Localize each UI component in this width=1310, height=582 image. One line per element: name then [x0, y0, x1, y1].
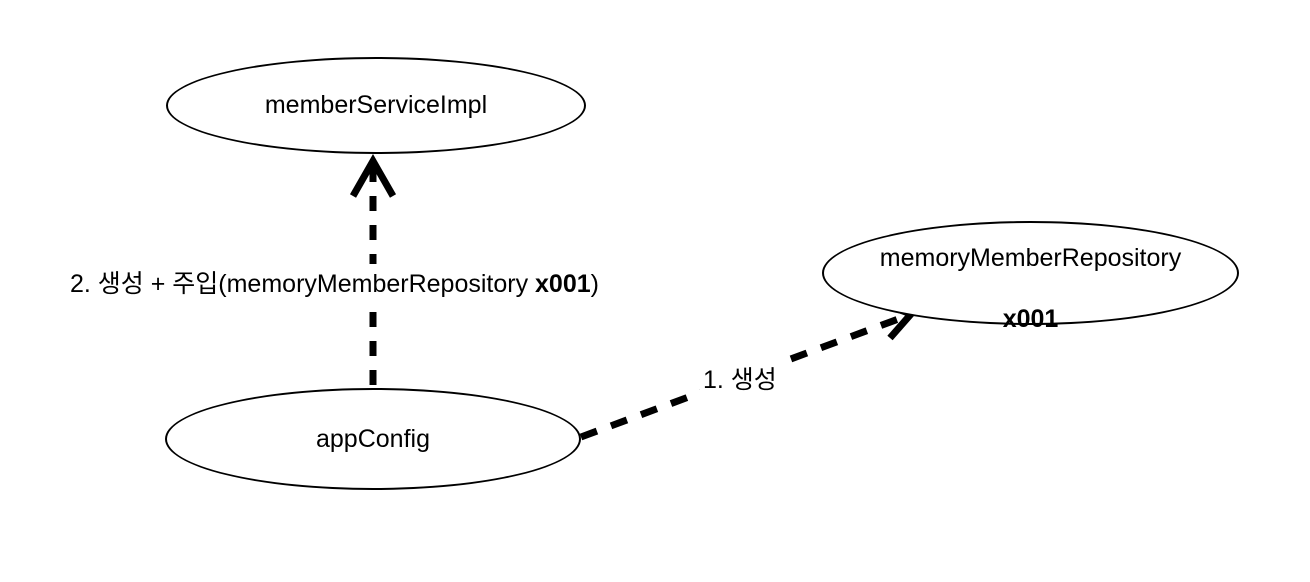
node-memory-member-repository[interactable]: memoryMemberRepository x001: [822, 221, 1239, 333]
node-memory-member-repository-id: x001: [1002, 304, 1059, 333]
node-memory-member-repository-name: memoryMemberRepository: [879, 243, 1182, 272]
edge-label-create-text: 1. 생성: [703, 366, 777, 394]
node-app-config[interactable]: appConfig: [165, 388, 581, 490]
node-member-service-impl-label: memberServiceImpl: [264, 91, 488, 120]
node-member-service-impl[interactable]: memberServiceImpl: [166, 57, 586, 154]
node-memory-member-repository-label: memoryMemberRepository x001: [870, 212, 1191, 334]
edge-label-create-inject-prefix: 2. 생성 + 주입(memoryMemberRepository: [70, 270, 536, 298]
node-app-config-label: appConfig: [316, 424, 430, 453]
edge-label-create-inject: 2. 생성 + 주입(memoryMemberRepository x001): [67, 264, 602, 300]
edge-label-create-inject-id: x001: [535, 270, 591, 298]
edge-label-create: 1. 생성: [700, 360, 780, 396]
edge-label-create-inject-suffix: ): [590, 270, 599, 298]
edge-create-inject-arrowhead: [349, 153, 397, 198]
